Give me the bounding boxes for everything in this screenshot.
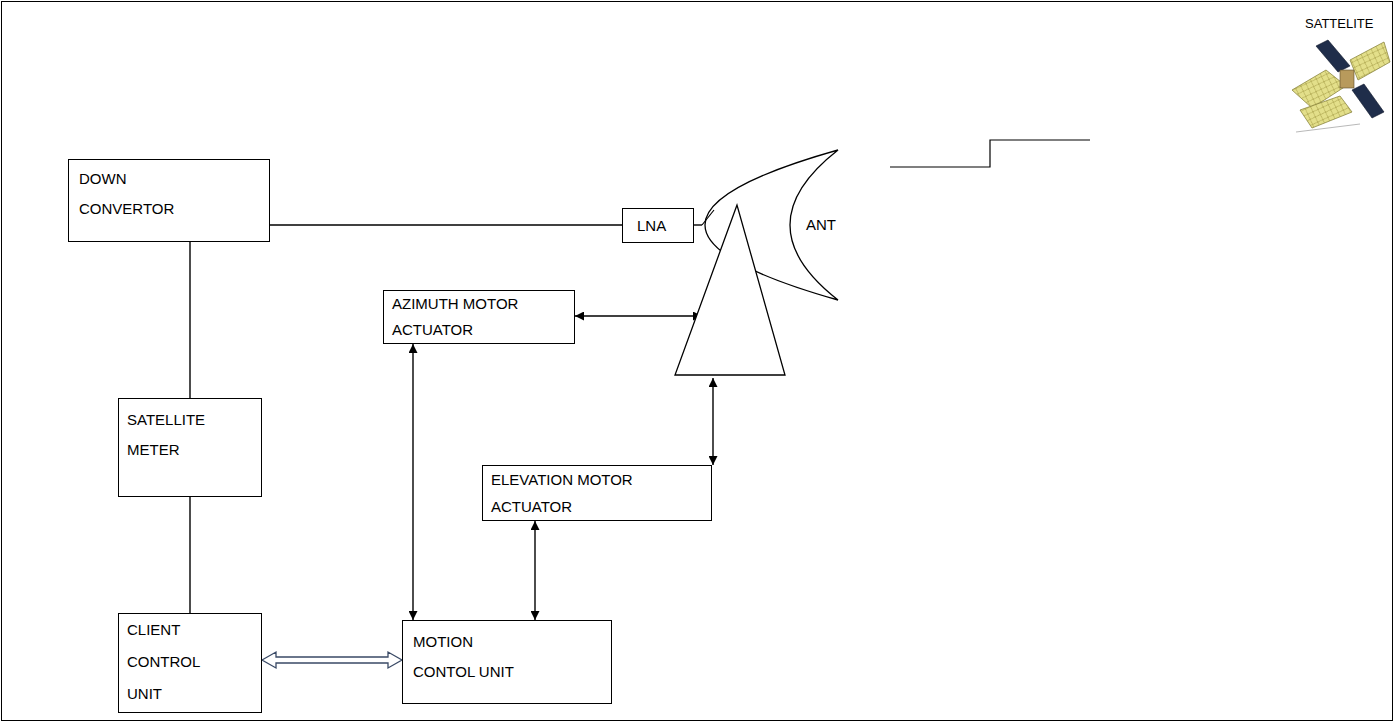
antenna-dish: ANT <box>702 148 850 378</box>
node-label: SATELLITE METER <box>127 405 227 465</box>
signal-line <box>189 497 190 613</box>
control-box: CLIENT CONTROL UNIT <box>118 613 262 713</box>
actuator-box: AZIMUTH MOTOR ACTUATOR <box>383 290 575 344</box>
antenna-outline <box>702 148 850 378</box>
node-label: CLIENT CONTROL UNIT <box>127 614 207 710</box>
signal-line <box>189 242 190 398</box>
double-block-arrow <box>262 652 402 668</box>
node-label: LNA <box>637 211 687 240</box>
control-box: MOTION CONTOL UNIT <box>402 620 612 704</box>
control-arrow <box>534 521 535 620</box>
control-arrow <box>412 344 413 620</box>
signal-line <box>270 224 622 225</box>
node-label: ELEVATION MOTOR ACTUATOR <box>491 466 651 520</box>
control-arrow <box>575 315 702 316</box>
meter-box: SATELLITE METER <box>118 398 262 497</box>
satellite-illustration <box>1292 40 1390 132</box>
node-label: MOTION CONTOL UNIT <box>413 627 523 687</box>
node-label: AZIMUTH MOTOR ACTUATOR <box>392 291 532 343</box>
amplifier-box: LNA <box>622 208 694 243</box>
node-label: ANT <box>806 210 836 240</box>
node-label: DOWN CONVERTOR <box>79 164 189 224</box>
control-arrow <box>712 378 713 465</box>
signal-line <box>694 224 702 225</box>
actuator-box: ELEVATION MOTOR ACTUATOR <box>482 465 712 521</box>
process-box: DOWN CONVERTOR <box>68 159 270 242</box>
satellite-label: SATTELITE <box>1305 16 1373 31</box>
signal-step-line <box>890 140 1090 167</box>
